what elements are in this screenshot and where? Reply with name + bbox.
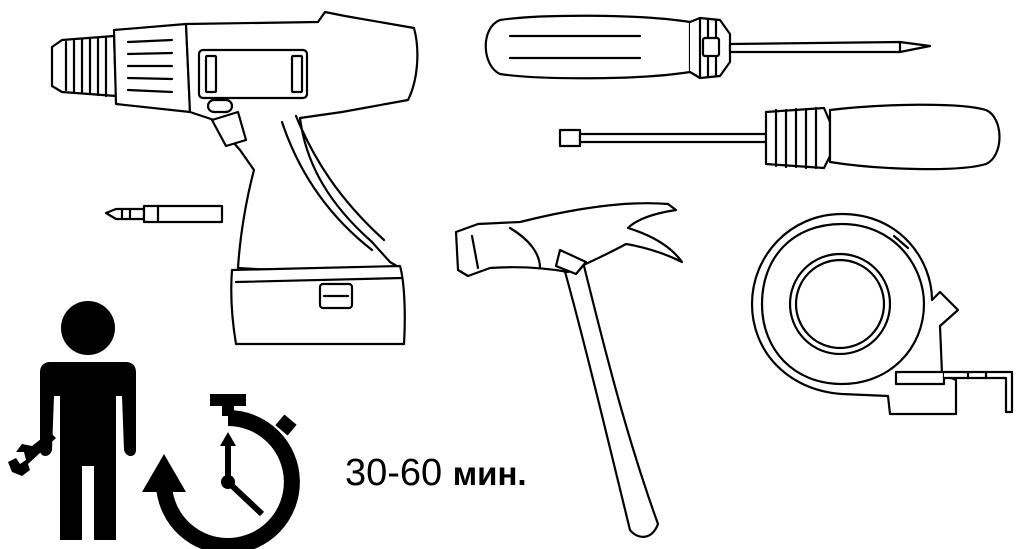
- tape-measure-icon: [750, 212, 1014, 416]
- stopwatch-icon: [142, 394, 300, 549]
- screwdriver-bit-icon: [104, 204, 224, 224]
- cordless-drill-icon: [50, 10, 419, 346]
- claw-hammer-icon: [454, 202, 684, 538]
- duration-unit: мин.: [452, 455, 527, 492]
- phillips-screwdriver-icon: [484, 14, 932, 80]
- duration-value: 30-60: [345, 452, 443, 494]
- duration-label: 30-60 мин.: [345, 452, 527, 495]
- flathead-screwdriver-icon: [558, 103, 1001, 171]
- worker-with-wrench-icon: [8, 301, 136, 540]
